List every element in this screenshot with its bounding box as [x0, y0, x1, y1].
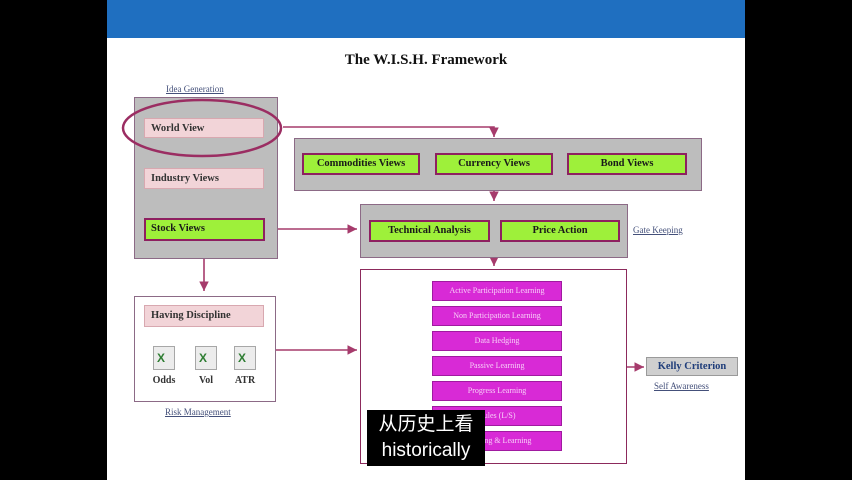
awareness-item: Data Hedging [432, 331, 562, 351]
stock-views-box: Stock Views [144, 218, 265, 241]
arrow-world-to-asset-views [283, 126, 499, 137]
risk-file-label-atr: ATR [234, 375, 256, 386]
risk-file-label-vol: Vol [198, 375, 214, 386]
world-view-highlight-ellipse [121, 98, 283, 158]
industry-views-box: Industry Views [144, 168, 264, 189]
technical-analysis-box: Technical Analysis [369, 220, 490, 242]
awareness-item: Non Participation Learning [432, 306, 562, 326]
awareness-item: Passive Learning [432, 356, 562, 376]
spreadsheet-icon-atr [234, 346, 256, 370]
slide-title: The W.I.S.H. Framework [344, 52, 508, 68]
spreadsheet-icon-odds [153, 346, 175, 370]
awareness-item: Progress Learning [432, 381, 562, 401]
self-awareness-label: Self Awareness [654, 381, 709, 391]
having-discipline-box: Having Discipline [144, 305, 264, 327]
idea-generation-label: Idea Generation [166, 84, 224, 94]
risk-management-label: Risk Management [165, 407, 231, 417]
world-view-box: World View [144, 118, 264, 138]
risk-management-panel [134, 296, 276, 402]
spreadsheet-icon-vol [195, 346, 217, 370]
gate-keeping-label: Gate Keeping [633, 225, 683, 235]
presentation-slide: The W.I.S.H. Framework Idea Generation W… [107, 0, 745, 480]
bond-views-box: Bond Views [567, 153, 687, 175]
commodities-views-box: Commodities Views [302, 153, 420, 175]
subtitle-overlay: 从历史上看 historically [367, 410, 485, 466]
kelly-criterion-box: Kelly Criterion [646, 357, 738, 376]
currency-views-box: Currency Views [435, 153, 553, 175]
risk-file-label-odds: Odds [152, 375, 176, 386]
subtitle-english: historically [381, 440, 471, 461]
price-action-box: Price Action [500, 220, 620, 242]
slide-top-bar [107, 0, 745, 38]
subtitle-chinese: 从历史上看 [378, 414, 474, 435]
awareness-item: Active Participation Learning [432, 281, 562, 301]
